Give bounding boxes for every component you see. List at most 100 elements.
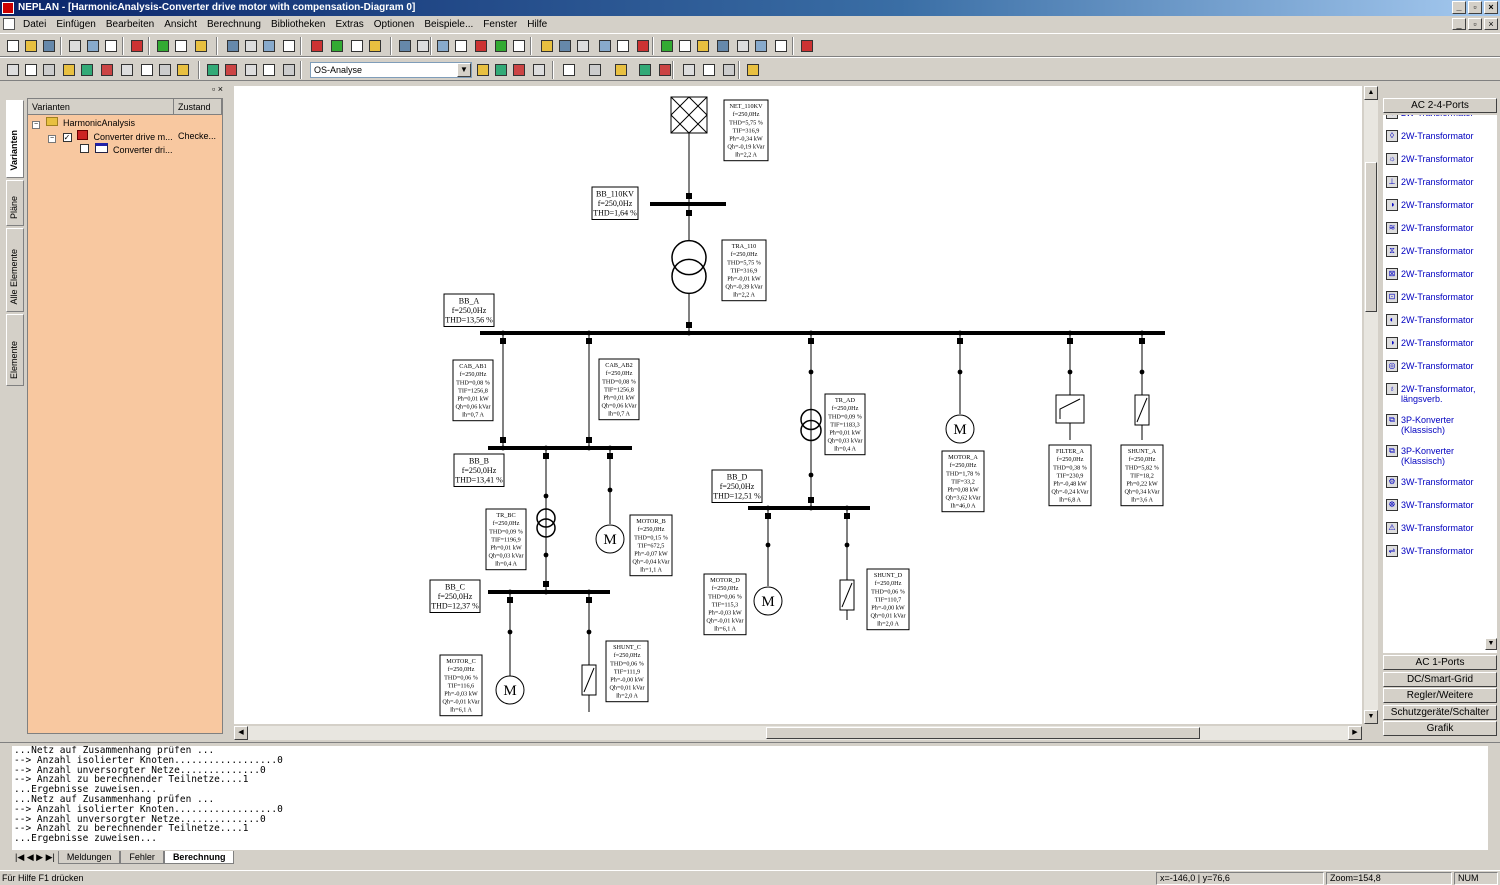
menu-item-7[interactable]: Optionen [373, 18, 415, 30]
toolbar-button-icon[interactable] [492, 61, 510, 78]
toolbar-button-icon[interactable] [118, 61, 136, 78]
toolbar-button-icon[interactable] [78, 61, 96, 78]
toolbar-button-icon[interactable] [84, 37, 102, 54]
toolbar-button-icon[interactable] [586, 61, 604, 78]
toolbar-button-icon[interactable] [744, 61, 762, 78]
doc-close-icon[interactable]: × [1484, 18, 1498, 30]
toolbar-button-icon[interactable] [22, 61, 40, 78]
toolbar-button-icon[interactable] [156, 61, 174, 78]
toolbar-button-icon[interactable] [204, 61, 222, 78]
close-icon[interactable]: × [1484, 1, 1498, 14]
toolbar-button-icon[interactable] [128, 37, 146, 54]
toolbar-button-icon[interactable] [66, 37, 84, 54]
toolbar-button-icon[interactable] [472, 37, 490, 54]
tab-plaene[interactable]: Pläne [6, 180, 24, 226]
toolbar-button-icon[interactable] [510, 61, 528, 78]
toolbar-button-icon[interactable] [752, 37, 770, 54]
menu-item-6[interactable]: Extras [335, 18, 364, 30]
toolbar-button-icon[interactable] [676, 37, 694, 54]
toolbar-button-icon[interactable] [700, 61, 718, 78]
menu-item-3[interactable]: Ansicht [164, 18, 198, 30]
doc-restore-icon[interactable]: ▫ [1468, 18, 1482, 30]
toolbar-button-icon[interactable] [260, 37, 278, 54]
tab-berechnung[interactable]: Berechnung [163, 851, 235, 864]
toolbar-button-icon[interactable] [772, 37, 790, 54]
toolbar-button-icon[interactable] [280, 37, 298, 54]
toolbar-button-icon[interactable] [492, 37, 510, 54]
tree-row-diagram[interactable]: Converter dri... [80, 143, 173, 156]
scroll-thumb-h[interactable] [766, 727, 1200, 739]
checkbox-icon[interactable]: ✓ [62, 133, 72, 142]
menu-item-5[interactable]: Bibliotheken [270, 18, 326, 30]
toolbar-button-icon[interactable] [192, 37, 210, 54]
tree-row-variant[interactable]: − ✓ Converter drive m... Checke... [48, 130, 222, 143]
toolbar-button-icon[interactable] [656, 61, 674, 78]
tab-nav-icons[interactable]: |◀ ◀ ▶ ▶| [15, 852, 55, 862]
chevron-down-icon[interactable]: ▼ [457, 63, 471, 77]
toolbar-button-icon[interactable] [98, 61, 116, 78]
toolbar-button-icon[interactable] [308, 37, 326, 54]
vertical-scrollbar[interactable]: ▲ ▼ [1364, 86, 1378, 724]
scroll-up-icon[interactable]: ▲ [1364, 86, 1378, 100]
col-variants[interactable]: Varianten [28, 99, 174, 114]
tab-varianten[interactable]: Varianten [6, 100, 24, 178]
menu-item-10[interactable]: Hilfe [527, 18, 548, 30]
menu-item-4[interactable]: Berechnung [207, 18, 261, 30]
toolbar-button-icon[interactable] [280, 61, 298, 78]
toolbar-button-icon[interactable] [556, 37, 574, 54]
tree-row-root[interactable]: − HarmonicAnalysis [32, 117, 135, 130]
document-icon[interactable] [3, 18, 15, 30]
toolbar-button-icon[interactable] [614, 37, 632, 54]
menu-item-0[interactable]: Datei [23, 18, 47, 30]
toolbar-button-icon[interactable] [366, 37, 384, 54]
toolbar-button-icon[interactable] [4, 61, 22, 78]
toolbar-button-icon[interactable] [680, 61, 698, 78]
toolbar-button-icon[interactable] [260, 61, 278, 78]
toolbar-button-icon[interactable] [798, 37, 816, 54]
minimize-icon[interactable]: _ [1452, 1, 1466, 14]
collapse-icon[interactable]: − [32, 121, 40, 129]
toolbar-button-icon[interactable] [40, 61, 58, 78]
toolbar-button-icon[interactable] [714, 37, 732, 54]
toolbar-button-icon[interactable] [242, 37, 260, 54]
toolbar-button-icon[interactable] [658, 37, 676, 54]
scroll-thumb[interactable] [1365, 162, 1377, 312]
scroll-down-icon[interactable]: ▼ [1364, 710, 1378, 724]
toolbar-button-icon[interactable] [560, 61, 578, 78]
toolbar-button-icon[interactable] [22, 37, 40, 54]
scroll-right-icon[interactable]: ▶ [1348, 726, 1362, 740]
toolbar-button-icon[interactable] [60, 61, 78, 78]
menu-item-8[interactable]: Beispiele... [424, 18, 474, 30]
col-state[interactable]: Zustand [174, 99, 222, 114]
toolbar-button-icon[interactable] [328, 37, 346, 54]
group-ac-2-4-ports[interactable]: AC 2-4-Ports [1383, 98, 1497, 113]
toolbar-button-icon[interactable] [242, 61, 260, 78]
toolbar-button-icon[interactable] [414, 37, 432, 54]
toolbar-button-icon[interactable] [720, 61, 738, 78]
toolbar-button-icon[interactable] [636, 61, 654, 78]
tab-meldungen[interactable]: Meldungen [57, 851, 121, 864]
toolbar-button-icon[interactable] [452, 37, 470, 54]
toolbar-button-icon[interactable] [434, 37, 452, 54]
toolbar-button-icon[interactable] [596, 37, 614, 54]
toolbar-button-icon[interactable] [174, 61, 192, 78]
toolbar-button-icon[interactable] [474, 61, 492, 78]
toolbar-button-icon[interactable] [172, 37, 190, 54]
library-group[interactable]: Schutzgeräte/Schalter [1383, 704, 1497, 720]
library-group[interactable]: Grafik [1383, 721, 1497, 736]
tab-alle-elemente[interactable]: Alle Elemente [6, 228, 24, 312]
tab-fehler[interactable]: Fehler [120, 851, 164, 864]
toolbar-button-icon[interactable] [102, 37, 120, 54]
toolbar-button-icon[interactable] [154, 37, 172, 54]
collapse-icon[interactable]: − [48, 135, 56, 143]
menu-item-9[interactable]: Fenster [483, 18, 518, 30]
library-group[interactable]: Regler/Weitere [1383, 688, 1497, 703]
toolbar-button-icon[interactable] [348, 37, 366, 54]
toolbar-button-icon[interactable] [138, 61, 156, 78]
toolbar-button-icon[interactable] [40, 37, 58, 54]
toolbar-button-icon[interactable] [538, 37, 556, 54]
library-group[interactable]: DC/Smart-Grid [1383, 671, 1497, 687]
toolbar-button-icon[interactable] [734, 37, 752, 54]
